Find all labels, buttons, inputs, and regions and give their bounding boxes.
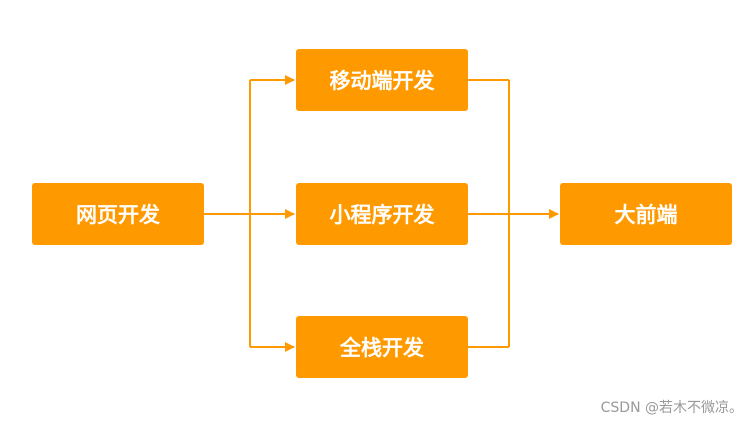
node-mobile-development: 移动端开发 xyxy=(296,49,468,111)
node-label: 小程序开发 xyxy=(329,203,435,227)
node-label: 移动端开发 xyxy=(329,69,435,93)
node-fullstack-development: 全栈开发 xyxy=(296,316,468,378)
node-big-frontend: 大前端 xyxy=(560,183,732,245)
node-label: 网页开发 xyxy=(76,203,160,227)
node-miniprogram-development: 小程序开发 xyxy=(296,183,468,245)
node-web-development: 网页开发 xyxy=(32,183,204,245)
watermark: CSDN @若木不微凉。 xyxy=(600,400,743,416)
node-label: 全栈开发 xyxy=(340,336,424,360)
node-label: 大前端 xyxy=(614,203,678,227)
